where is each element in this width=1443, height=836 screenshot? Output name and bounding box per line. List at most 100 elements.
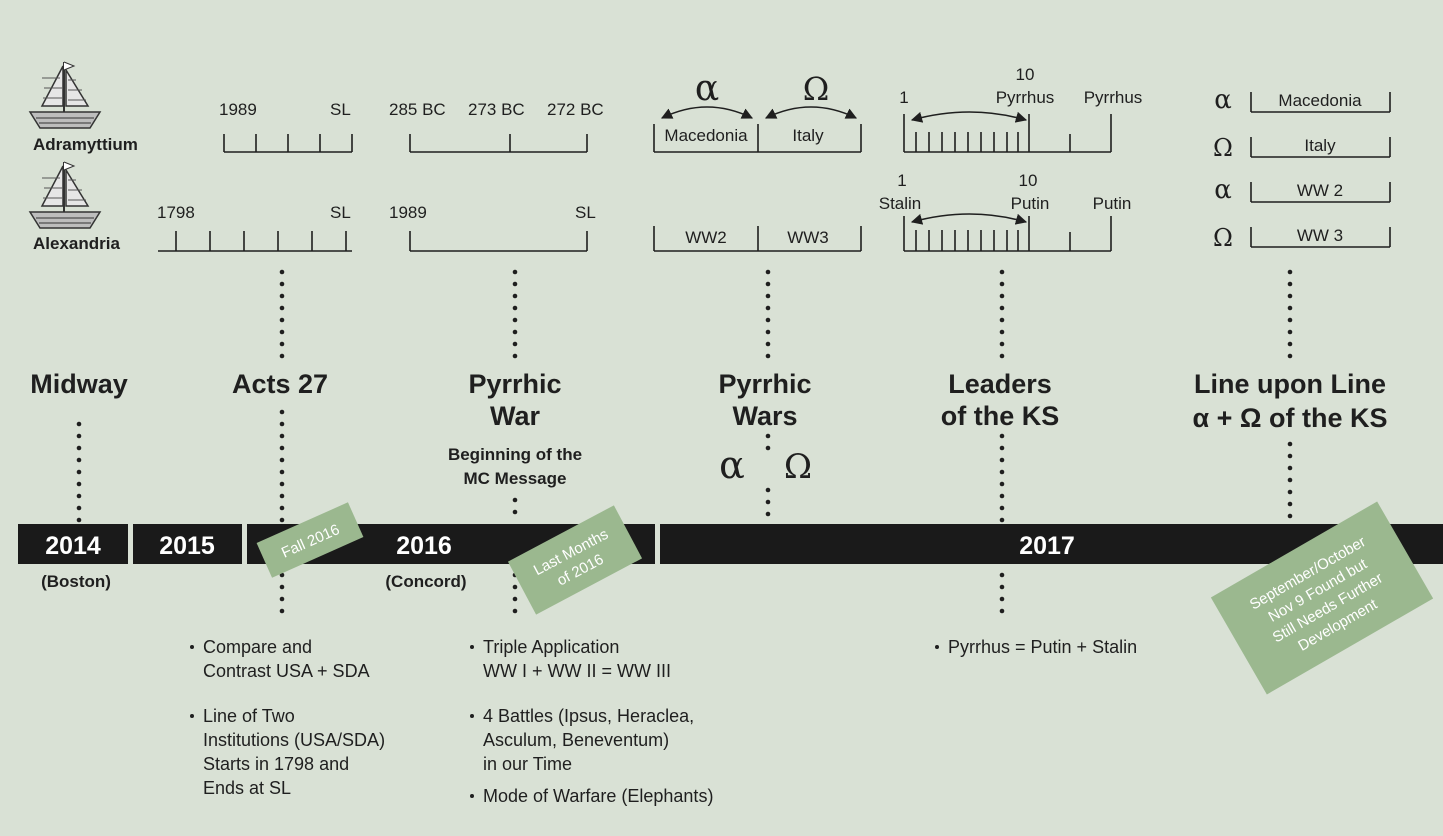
connector-dot [76, 493, 82, 499]
ship-icon [28, 161, 102, 229]
connector-dot [76, 505, 82, 511]
pyrrhic-wars-line-adramyttium: α Ω Macedonia Italy [653, 68, 862, 153]
bullet-text: Starts in 1798 and [203, 754, 349, 774]
connector-dot [765, 433, 771, 439]
leaders-row1-one: 1 [899, 88, 908, 107]
connector-dot [1287, 513, 1293, 519]
ship-name-adramyttium: Adramyttium [33, 135, 138, 154]
connector-dot [279, 584, 285, 590]
connector-dot [999, 469, 1005, 475]
bullet-text: Compare and [203, 637, 312, 657]
connector-dot [1287, 465, 1293, 471]
ww3-label: WW3 [787, 228, 829, 247]
connector-dot [999, 269, 1005, 275]
connector-dot [765, 341, 771, 347]
dotted-connectors [76, 269, 1293, 614]
connector-dot [279, 421, 285, 427]
heading-pyrrhic-wars-line1: Pyrrhic [718, 369, 811, 399]
omega-symbol: Ω [784, 447, 812, 487]
leaders-stalin: Stalin [879, 194, 922, 213]
line-row-italy: Italy [1304, 136, 1336, 155]
connector-dot [76, 457, 82, 463]
heading-leaders-line2: of the KS [941, 401, 1060, 431]
connector-dot [999, 608, 1005, 614]
connector-dot [279, 281, 285, 287]
bullet-text: Ends at SL [203, 778, 291, 798]
pyrrhic-war-1989: 1989 [389, 203, 427, 222]
connector-dot [999, 341, 1005, 347]
pyrrhic-war-sl: SL [575, 203, 596, 222]
italy-label: Italy [792, 126, 824, 145]
connector-dot [765, 317, 771, 323]
connector-dot [765, 487, 771, 493]
connector-dot [1287, 341, 1293, 347]
connector-dot [765, 305, 771, 311]
ship-icon [28, 61, 102, 129]
connector-dot [999, 433, 1005, 439]
omega-symbol: Ω [1213, 224, 1233, 252]
connector-dot [999, 493, 1005, 499]
pyrrhic-war-272bc: 272 BC [547, 100, 604, 119]
connector-dot [512, 317, 518, 323]
connector-dot [279, 317, 285, 323]
leaders-putin-end: Putin [1093, 194, 1132, 213]
alpha-symbol: α [695, 68, 719, 109]
bullet-text: Asculum, Beneventum) [483, 730, 669, 750]
connector-dot [279, 469, 285, 475]
note-last-months-2016: Last Months of 2016 [507, 505, 643, 615]
connector-dot [999, 281, 1005, 287]
place-concord: (Concord) [385, 572, 466, 591]
connector-dot [279, 293, 285, 299]
connector-dot [76, 517, 82, 523]
connector-dot [765, 499, 771, 505]
alpha-symbol: α [719, 443, 745, 487]
heading-line-upon-line-line2: α + Ω of the KS [1192, 403, 1387, 433]
connector-dot [765, 293, 771, 299]
heading-pyrrhic-wars-line2: Wars [732, 401, 797, 431]
connector-dot [999, 293, 1005, 299]
note-september-october: September/October Nov 9 Found but Still … [1210, 501, 1434, 695]
connector-dot [1287, 269, 1293, 275]
timeline-bar: 2014 2015 2016 2017 [18, 524, 1443, 564]
heading-leaders-line1: Leaders [948, 369, 1052, 399]
alpha-symbol: α [1214, 175, 1232, 205]
acts27-line-alexandria: 1798 SL [157, 203, 352, 252]
bullet-text: Line of Two [203, 706, 295, 726]
year-2014: 2014 [45, 532, 101, 560]
year-2016: 2016 [396, 532, 452, 560]
acts27-line-adramyttium: 1989 SL [219, 100, 353, 153]
connector-dot [279, 608, 285, 614]
connector-dot [279, 445, 285, 451]
connector-dot [279, 505, 285, 511]
connector-dot [999, 353, 1005, 359]
connector-dot [1287, 329, 1293, 335]
bullets-leaders: Pyrrhus = Putin + Stalin [935, 637, 1137, 657]
connector-dot [1287, 281, 1293, 287]
leaders-line-alexandria: 1 Stalin 10 Putin Putin [879, 171, 1132, 252]
connector-dot [1287, 477, 1293, 483]
note-fall-2016: Fall 2016 [256, 502, 364, 578]
bullet-text: WW I + WW II = WW III [483, 661, 671, 681]
ww2-label: WW2 [685, 228, 727, 247]
connector-dot [512, 341, 518, 347]
line-row-ww3: WW 3 [1297, 226, 1343, 245]
line-row-ww2: WW 2 [1297, 181, 1343, 200]
connector-dot [999, 317, 1005, 323]
bullets-acts27: Compare and Contrast USA + SDA Line of T… [190, 637, 385, 798]
connector-dot [512, 509, 518, 515]
acts27-row1-start: 1989 [219, 100, 257, 119]
connector-dot [1287, 489, 1293, 495]
line-upon-line-rows: α Macedonia Ω Italy α WW 2 Ω WW 3 [1213, 85, 1391, 252]
leaders-row1-pyrrhus-end: Pyrrhus [1084, 88, 1143, 107]
connector-dot [279, 341, 285, 347]
connector-dot [279, 596, 285, 602]
leaders-putin-10: Putin [1011, 194, 1050, 213]
bullet-text: Mode of Warfare (Elephants) [483, 786, 713, 806]
connector-dot [279, 457, 285, 463]
macedonia-label: Macedonia [664, 126, 748, 145]
pyrrhic-war-line-adramyttium: 285 BC 273 BC 272 BC [389, 100, 604, 153]
bullet-text: Contrast USA + SDA [203, 661, 370, 681]
connector-dot [1287, 501, 1293, 507]
